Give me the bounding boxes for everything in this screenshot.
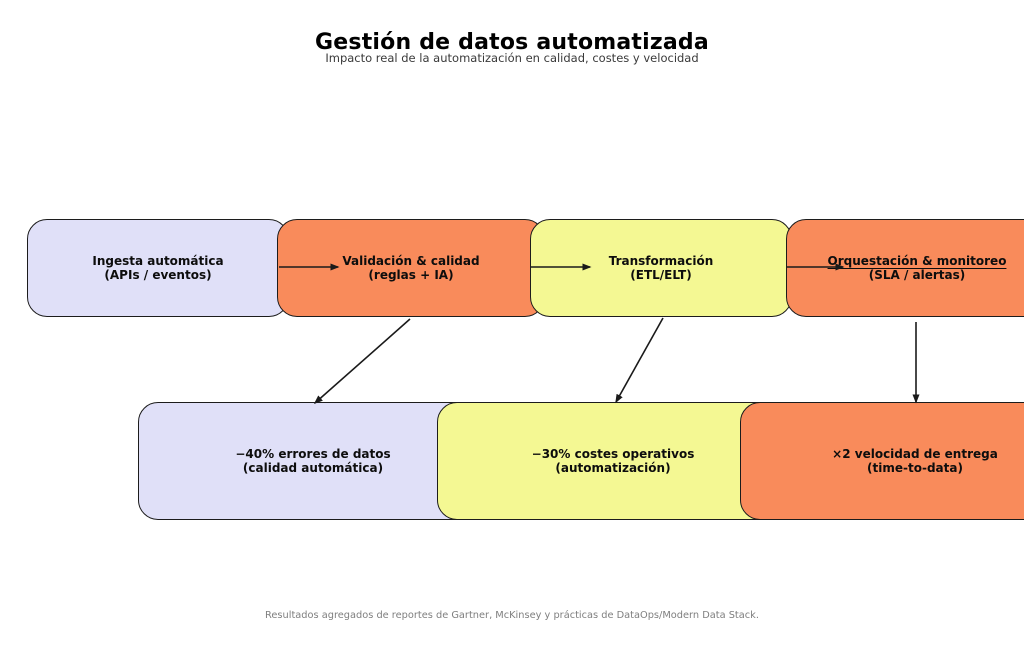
node-label-line2: (SLA / alertas) (868, 268, 966, 282)
node-label-line1: −40% errores de datos (235, 447, 391, 461)
node-costes: −30% costes operativos (automatización) (437, 402, 789, 520)
node-label-line2: (calidad automática) (242, 461, 384, 475)
node-label-line2: (APIs / eventos) (104, 268, 212, 282)
arrow-transformacion-costes (615, 317, 664, 404)
node-label-line1: ×2 velocidad de entrega (832, 447, 998, 461)
node-errores: −40% errores de datos (calidad automátic… (138, 402, 488, 520)
node-label-line2: (time-to-data) (867, 461, 963, 475)
node-label-line1: Validación & calidad (342, 254, 480, 268)
node-label-line1: −30% costes operativos (531, 447, 695, 461)
page-subtitle: Impacto real de la automatización en cal… (325, 51, 699, 65)
node-validacion: Validación & calidad (reglas + IA) (277, 219, 545, 317)
page-title: Gestión de datos automatizada (315, 30, 709, 55)
node-label-line2: (ETL/ELT) (630, 268, 692, 282)
node-ingesta: Ingesta automática (APIs / eventos) (27, 219, 289, 317)
node-label-line2: (automatización) (555, 461, 671, 475)
node-label-line2: (reglas + IA) (368, 268, 454, 282)
node-velocidad: ×2 velocidad de entrega (time-to-data) (740, 402, 1024, 520)
arrow-validacion-errores (313, 318, 411, 404)
node-orquestacion: Orquestación & monitoreo (SLA / alertas) (786, 219, 1024, 317)
node-label-line1: Ingesta automática (92, 254, 224, 268)
source-caption: Resultados agregados de reportes de Gart… (265, 610, 759, 621)
node-label-line1: Orquestación & monitoreo (827, 254, 1007, 268)
node-label-line1: Transformación (608, 254, 714, 268)
node-transformacion: Transformación (ETL/ELT) (530, 219, 792, 317)
